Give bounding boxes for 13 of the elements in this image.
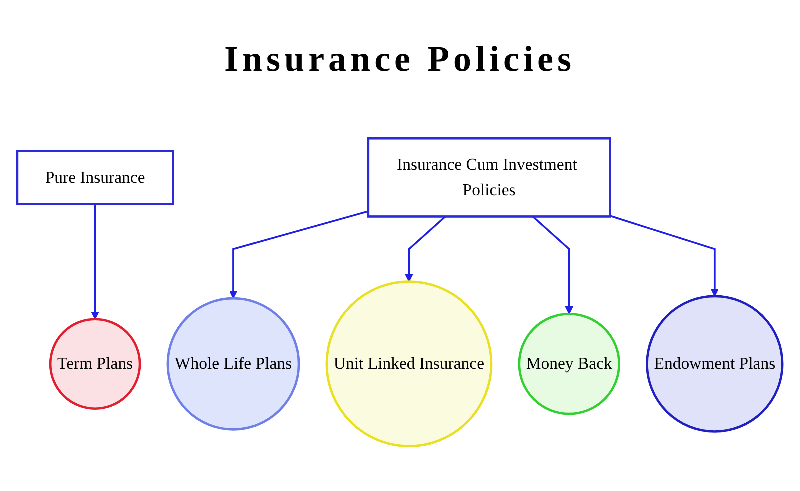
node-box: Insurance Cum Investment Policies (367, 137, 612, 218)
arrow (532, 216, 574, 314)
node-circle: Money Back (518, 312, 621, 416)
arrow (91, 204, 100, 320)
node-circle: Unit Linked Insurance (326, 280, 493, 448)
node-box: Pure Insurance (16, 150, 174, 206)
arrow (405, 216, 446, 282)
node-circle: Endowment Plans (646, 295, 784, 433)
arrow (610, 215, 719, 297)
node-circle: Term Plans (49, 318, 142, 410)
title: Insurance Policies (224, 38, 576, 80)
arrow (229, 210, 369, 299)
node-circle: Whole Life Plans (166, 297, 300, 431)
